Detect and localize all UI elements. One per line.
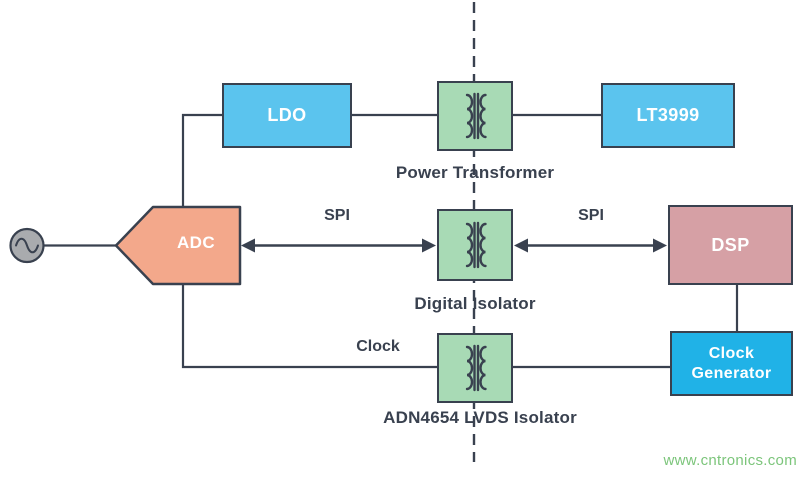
- lt3999-label: LT3999: [636, 105, 700, 126]
- signal-source-icon: [9, 227, 45, 264]
- clock-generator-block: Clock Generator: [670, 331, 793, 396]
- power-transformer-caption: Power Transformer: [395, 163, 555, 182]
- clock-line: [181, 284, 437, 369]
- lvds-isolator-caption: ADN4654 LVDS Isolator: [383, 408, 577, 427]
- transformer-icon: [465, 221, 487, 269]
- digital-isolator-caption: Digital Isolator: [414, 294, 536, 313]
- dsp-block: DSP: [668, 205, 793, 285]
- ldo-label: LDO: [267, 105, 307, 126]
- watermark: www.cntronics.com: [663, 452, 797, 469]
- transformer-icon: [465, 92, 487, 140]
- ldo-block: LDO: [222, 83, 352, 148]
- digital-isolator-block: [437, 209, 513, 281]
- clock-generator-label: Clock Generator: [691, 344, 772, 382]
- adc-label: ADC: [176, 233, 216, 252]
- transformer-icon: [465, 344, 487, 392]
- adc-shape: [114, 205, 242, 286]
- dsp-label: DSP: [711, 234, 750, 255]
- spi-arrow-left: [241, 238, 436, 253]
- clock-label: Clock: [356, 338, 400, 355]
- spi-label-left: SPI: [324, 207, 350, 224]
- spi-arrow-right: [514, 238, 667, 253]
- ldo-connector-line: [181, 113, 222, 207]
- power-transformer-block: [437, 81, 513, 151]
- lt3999-block: LT3999: [601, 83, 735, 148]
- lvds-isolator-block: [437, 333, 513, 403]
- spi-label-right: SPI: [578, 207, 604, 224]
